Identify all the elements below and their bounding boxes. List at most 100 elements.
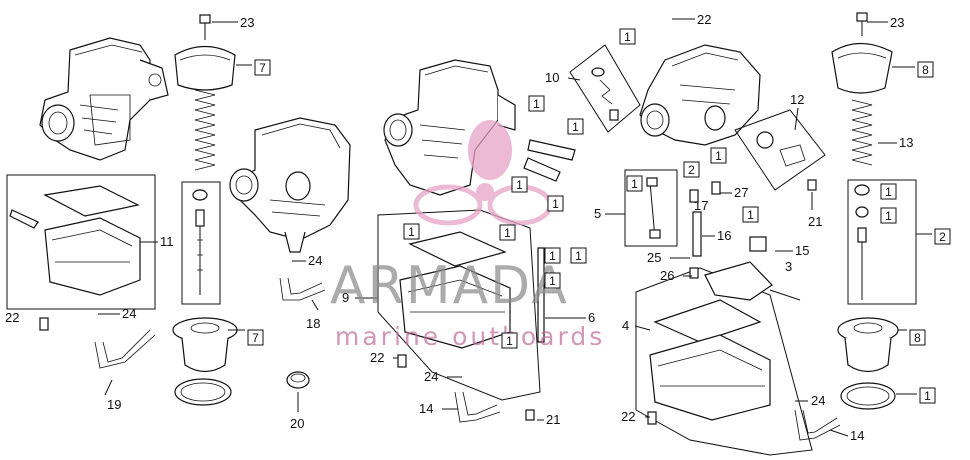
callout-22: 22 <box>5 310 19 325</box>
callout-4: 4 <box>622 318 629 333</box>
boxed-label-frame <box>247 329 264 346</box>
part-3 <box>704 261 801 301</box>
needle-right <box>854 184 870 300</box>
callout-9: 9 <box>342 290 349 305</box>
callout-14: 14 <box>419 401 433 416</box>
boxed-label-text: 1 <box>885 185 892 199</box>
boxed-label-text: 1 <box>506 334 513 348</box>
boxed-label-text: 1 <box>631 177 638 191</box>
callout-27: 27 <box>734 185 748 200</box>
frame-10 <box>569 44 641 133</box>
boxed-label-frame <box>403 223 420 240</box>
jet-set-5 <box>646 177 661 239</box>
boxed-label-frame <box>619 28 636 45</box>
callout-24: 24 <box>424 369 438 384</box>
carburetor-body-top-left <box>39 37 169 161</box>
boxed-label-text: 1 <box>516 178 523 192</box>
callout-22: 22 <box>370 350 384 365</box>
boxed-label-1: 1 <box>528 95 545 112</box>
callout-18: 18 <box>306 316 320 331</box>
float-bowl-right <box>649 299 771 421</box>
boxed-label-frame <box>499 224 516 241</box>
carburetor-body-left-center <box>229 117 351 253</box>
boxed-label-1: 1 <box>619 28 636 45</box>
boxed-label-frame <box>934 228 951 245</box>
watermark-propeller-logo <box>413 120 553 226</box>
callout-17: 17 <box>694 198 708 213</box>
boxed-label-frame <box>909 329 926 346</box>
callout-13: 13 <box>899 135 913 150</box>
callout-3: 3 <box>785 259 792 274</box>
boxed-label-1: 1 <box>511 176 528 193</box>
boxed-label-1: 1 <box>570 247 587 264</box>
boxed-label-text: 1 <box>408 225 415 239</box>
callout-20: 20 <box>290 416 304 431</box>
watermark-tagline: marine outboards <box>335 322 605 351</box>
callout-22: 22 <box>697 12 711 27</box>
boxed-label-frame <box>919 387 936 404</box>
float-bowl-left <box>9 185 141 296</box>
boxed-label-1: 1 <box>742 206 759 223</box>
boxed-label-1: 1 <box>501 332 518 349</box>
boxed-label-1: 1 <box>544 272 561 289</box>
boxed-label-frame <box>544 272 561 289</box>
part-set-10 <box>591 67 619 121</box>
callout-10: 10 <box>545 70 559 85</box>
leader-lines <box>98 18 932 437</box>
boxed-label-text: 2 <box>939 230 946 244</box>
callout-21: 21 <box>808 214 822 229</box>
boxed-label-frame <box>880 207 897 224</box>
callout-23: 23 <box>240 15 254 30</box>
boxed-label-text: 1 <box>572 120 579 134</box>
boxed-label-frame <box>528 95 545 112</box>
boxed-label-text: 1 <box>715 149 722 163</box>
carburetor-body-right <box>639 44 761 146</box>
callout-19: 19 <box>107 397 121 412</box>
boxed-label-frame <box>547 195 564 212</box>
boxed-label-text: 8 <box>914 331 921 345</box>
top-cap-right <box>831 12 893 94</box>
boxed-label-2: 2 <box>934 228 951 245</box>
fasteners <box>39 179 817 425</box>
boxed-label-text: 1 <box>552 197 559 211</box>
callout-23: 23 <box>890 15 904 30</box>
boxed-label-text: 1 <box>924 389 931 403</box>
callout-21: 21 <box>546 412 560 427</box>
boxed-label-frame <box>742 206 759 223</box>
parts-artwork <box>6 12 932 456</box>
watermark-brand: ARMADA <box>330 256 569 316</box>
boxed-label-frame <box>570 247 587 264</box>
boxed-label-frame <box>567 118 584 135</box>
piston-chamber-right <box>837 317 899 410</box>
piston-frame-right <box>847 179 917 305</box>
boxed-label-1: 1 <box>544 247 561 264</box>
callout-14: 14 <box>850 428 864 443</box>
hose-19 <box>94 329 156 369</box>
boxed-label-text: 2 <box>688 163 695 177</box>
callout-26: 26 <box>660 268 674 283</box>
boxed-label-1: 1 <box>880 183 897 200</box>
boxed-label-frame <box>501 332 518 349</box>
boxed-label-frame <box>544 247 561 264</box>
float-bowl-frame-center <box>377 209 541 401</box>
part-set-12 <box>756 131 806 167</box>
spring-right <box>851 99 873 166</box>
clamp-20 <box>286 371 310 389</box>
needle-left <box>192 189 208 295</box>
spring-left <box>194 89 216 171</box>
boxed-label-1: 1 <box>880 207 897 224</box>
boxed-label-text: 8 <box>922 63 929 77</box>
boxed-label-text: 7 <box>252 331 259 345</box>
boxed-label-frame <box>254 59 271 76</box>
boxed-label-7: 7 <box>247 329 264 346</box>
callout-6: 6 <box>588 310 595 325</box>
boxed-label-text: 1 <box>747 208 754 222</box>
boxed-label-7: 7 <box>254 59 271 76</box>
boxed-label-1: 1 <box>403 223 420 240</box>
callout-15: 15 <box>795 243 809 258</box>
boxed-label-1: 1 <box>567 118 584 135</box>
piston-chamber-left <box>172 317 238 406</box>
boxed-label-text: 1 <box>504 226 511 240</box>
